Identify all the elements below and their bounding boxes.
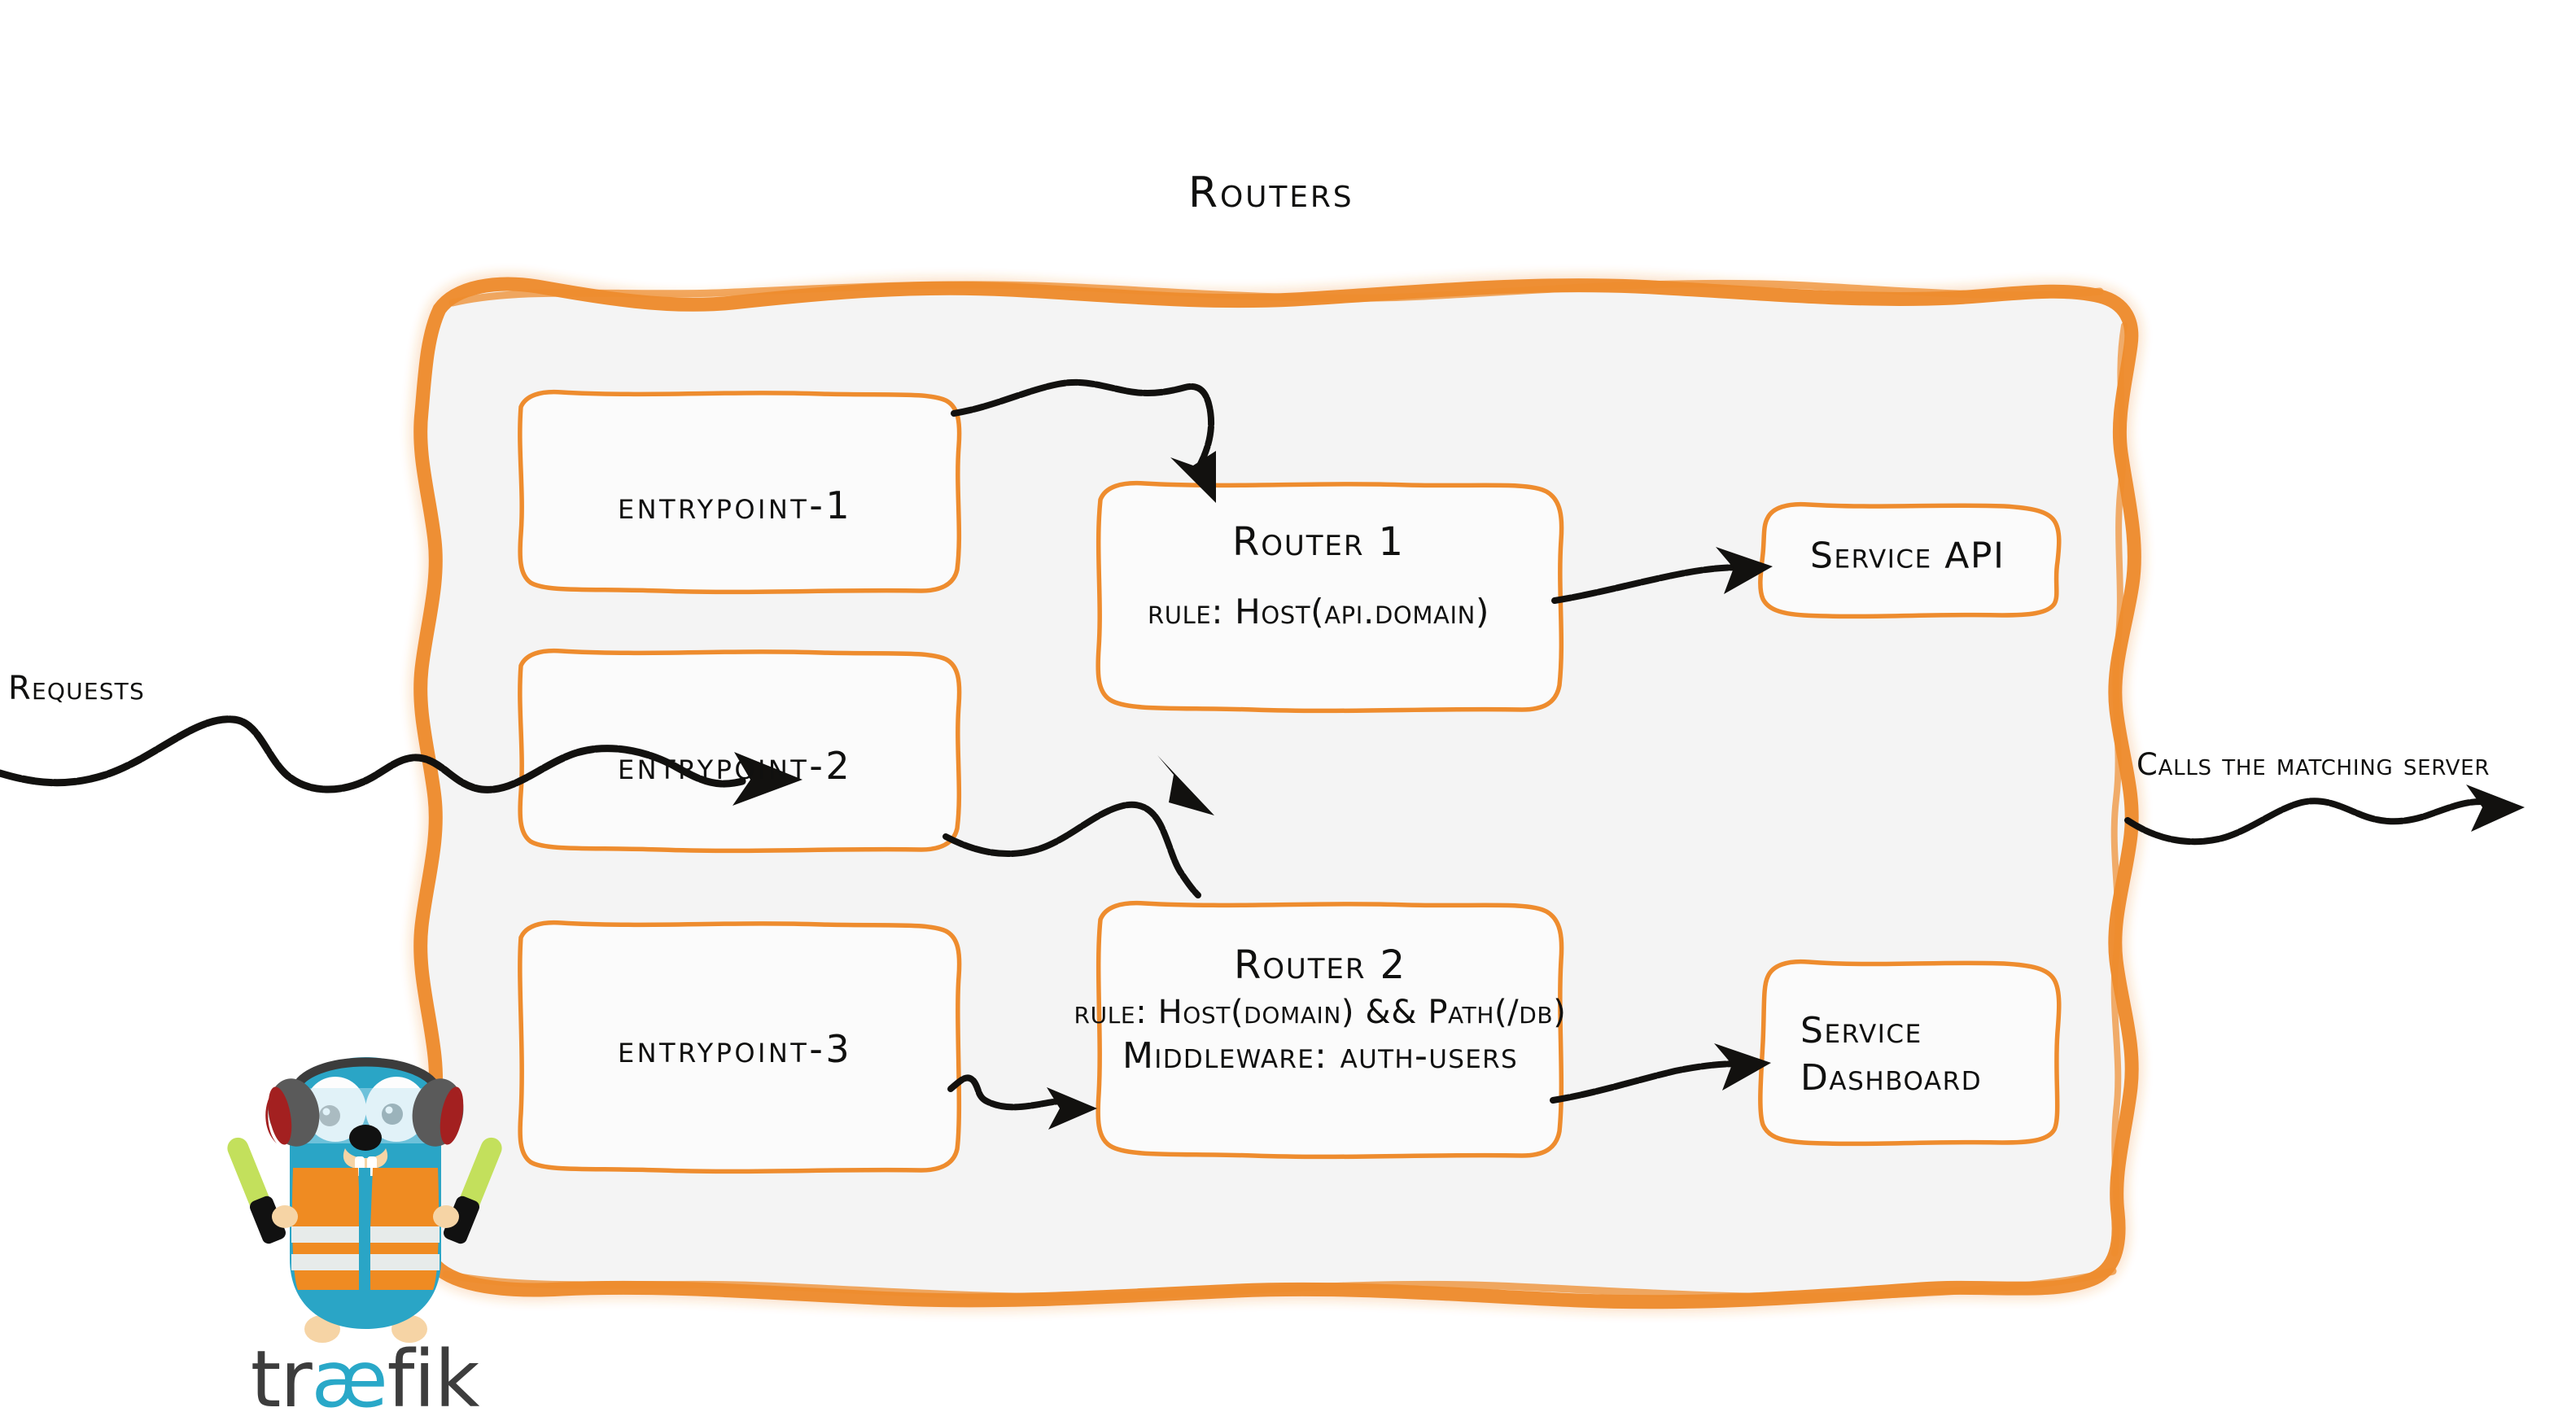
entrypoint-box-2[interactable] [518, 648, 962, 854]
entrypoint-3-label: entrypoint-3 [617, 1027, 853, 1072]
arrow-ep2-to-router1 [942, 755, 1214, 898]
entrypoint-box-1[interactable] [518, 389, 962, 595]
router-box-2[interactable] [1096, 900, 1564, 1160]
arrow-ep1-to-router1 [951, 378, 1216, 503]
router-2-middleware: Middleware: auth-users [1122, 1034, 1519, 1077]
traefik-logo: træfik [234, 1046, 495, 1418]
traefik-wordmark: træfik [234, 1340, 495, 1418]
wordmark-pre: tr [250, 1334, 313, 1425]
outgoing-caption: Calls the matching server [2136, 747, 2491, 782]
router-box-1[interactable] [1096, 480, 1564, 714]
service-dashboard-line-1: Service [1800, 1010, 1922, 1051]
page-title: Routers [1188, 168, 1354, 217]
service-box-api[interactable] [1758, 501, 2062, 619]
router-1-content: Router 1 rule: Host(api.domain) [1147, 519, 1490, 632]
entrypoint-box-3[interactable] [518, 920, 962, 1174]
arrow-ep3-to-router2 [947, 1074, 1097, 1130]
service-api-label: Service API [1810, 535, 2005, 577]
router-1-rule: rule: Host(api.domain) [1147, 591, 1490, 632]
arrow-router2-to-dashboard [1550, 1043, 1771, 1104]
marshalling-wand-right [444, 1137, 502, 1244]
router-2-rule: rule: Host(domain) && Path(/db) [1074, 993, 1567, 1031]
safety-vest [291, 1168, 440, 1290]
router-1-title: Router 1 [1231, 519, 1406, 565]
arrow-requests-in [0, 715, 803, 806]
headphone-ear-right [412, 1078, 464, 1147]
service-box-dashboard[interactable] [1758, 959, 2062, 1147]
arrow-router1-to-api [1551, 547, 1773, 604]
entrypoint-2-label: entrypoint-2 [617, 744, 853, 789]
wordmark-post: fik [387, 1334, 480, 1425]
router-2-title: Router 2 [1233, 942, 1407, 988]
entrypoint-1-label: entrypoint-1 [617, 483, 853, 528]
requests-caption: Requests [8, 670, 145, 707]
service-dashboard-label: Service Dashboard [1800, 1008, 1982, 1102]
headphone-ear-left [265, 1078, 320, 1147]
router-2-content: Router 2 rule: Host(domain) && Path(/db)… [1074, 942, 1567, 1077]
marshalling-wand-left [227, 1137, 286, 1244]
arrow-outgoing [2124, 785, 2525, 846]
traefik-gopher-logo [227, 1057, 502, 1343]
wordmark-ae-ligature: æ [311, 1334, 388, 1425]
service-dashboard-line-2: Dashboard [1800, 1057, 1983, 1099]
